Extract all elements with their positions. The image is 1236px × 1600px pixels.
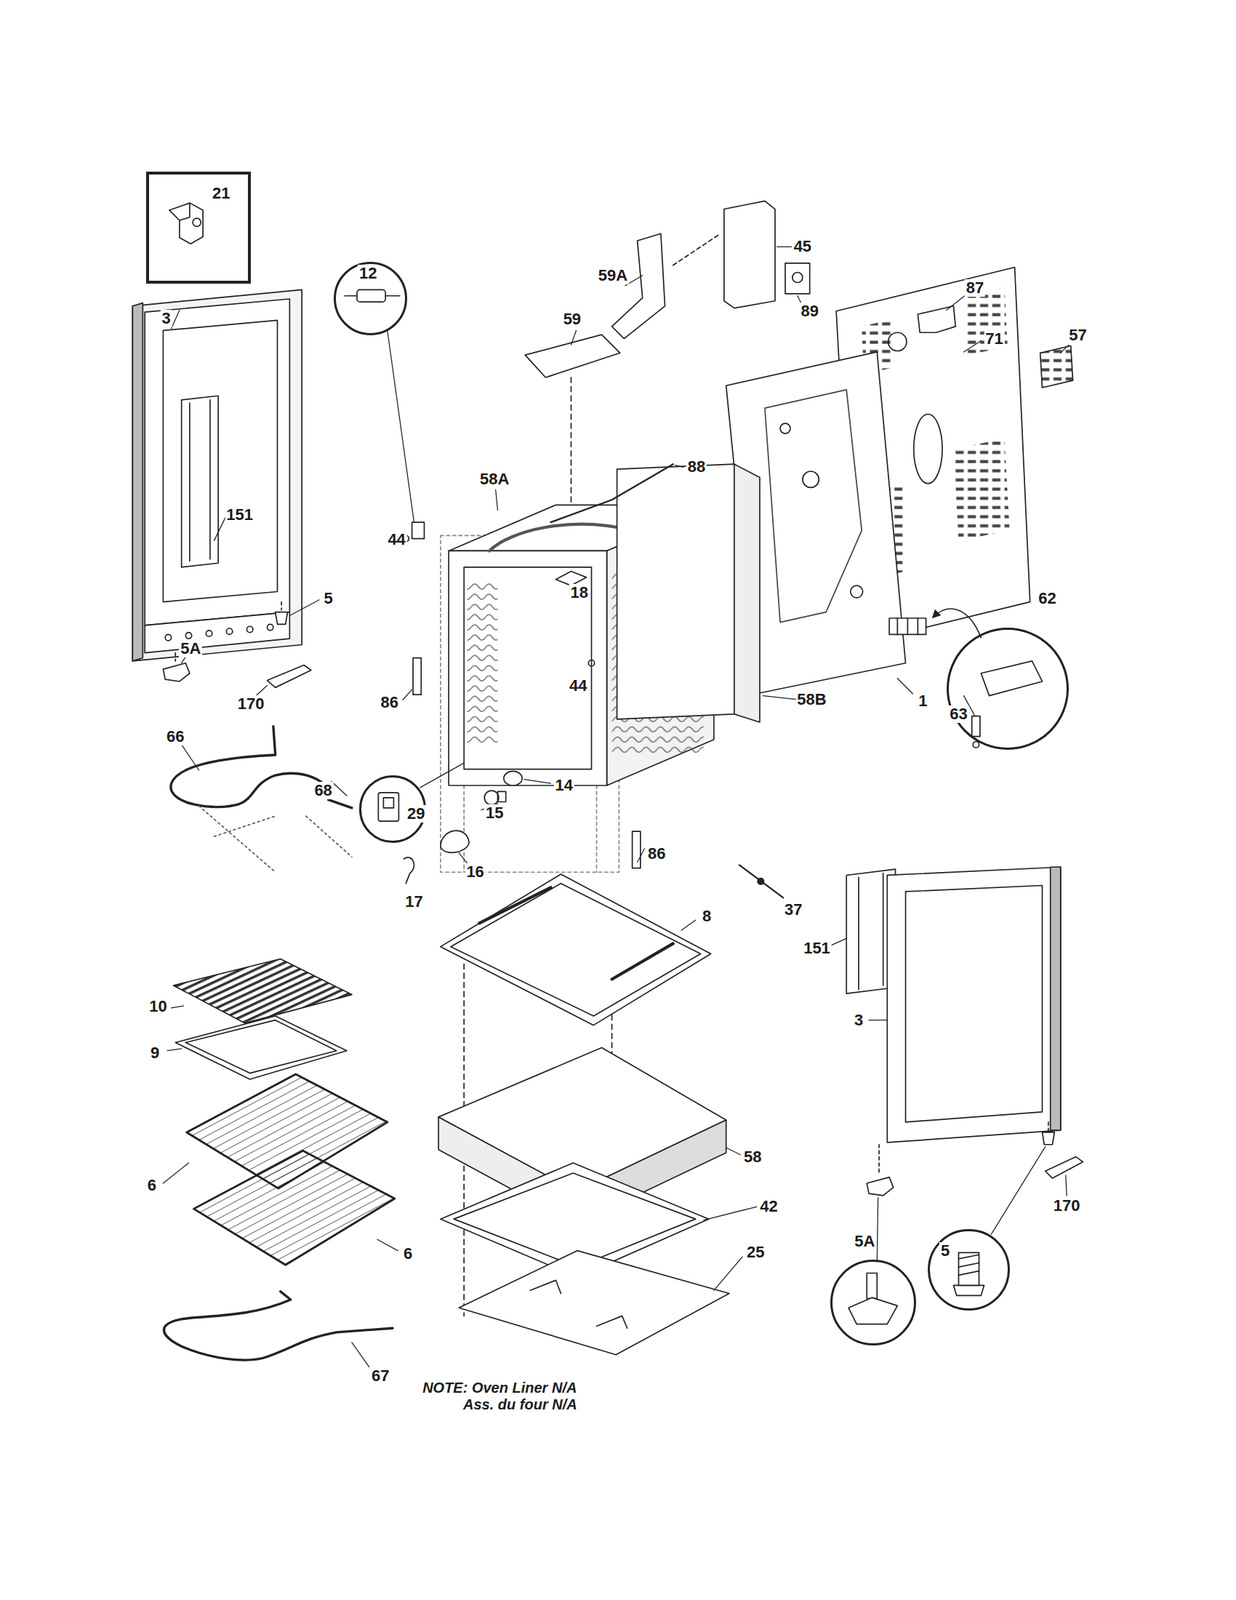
callout-number: 66 [165,727,186,746]
callout-number: 67 [370,1366,391,1385]
callout-number: 6 [402,1244,414,1263]
detail-circle: 12 [333,261,408,336]
callout-number: 3 [852,1011,865,1029]
callout-number: 1 [916,692,929,710]
callout-number: 44 [567,676,589,695]
callout-number: 87 [964,279,986,297]
callout-number: 18 [568,583,589,602]
callout-number: 59 [562,310,583,328]
callout-number: 44 [386,530,407,549]
callout-number: 16 [464,863,485,881]
callout-number: 6 [146,1176,158,1194]
detail-circle: 29 [359,775,427,843]
detail-circle: 6263 [946,627,1069,750]
callout-number: 59A [596,266,629,285]
callout-number: 170 [1052,1196,1082,1215]
callout-number: 5A [178,639,203,658]
callout-number: 21 [210,184,232,203]
callout-number: 58 [742,1148,763,1166]
callout-number: 15 [484,804,505,822]
callout-number: 71 [983,330,1005,348]
callout-number: 58A [478,470,511,488]
callout-number: 5 [322,589,335,608]
callout-number: 88 [686,458,707,476]
callout-number: 9 [149,1044,161,1062]
callout-number: 37 [783,900,804,919]
note-text: Ass. du four N/A [461,1395,579,1412]
detail-circle: 5 [927,1228,1010,1311]
note-text: NOTE: Oven Liner N/A [420,1379,579,1396]
callout-number: 62 [1036,589,1058,608]
callout-number: 25 [745,1243,766,1261]
callout-number: 12 [357,264,379,283]
callout-number: 57 [1067,326,1088,344]
callout-number: 10 [147,997,168,1015]
callout-number: 14 [553,776,574,794]
callout-number: 42 [758,1197,779,1215]
callout-number: 3 [160,309,173,328]
callout-number: 5 [939,1241,951,1260]
callout-number: 45 [792,237,813,256]
callout-number: 151 [224,506,255,524]
callout-number: 29 [405,804,427,823]
callout-number: 5A [852,1232,877,1250]
inset-box: 21 [146,171,251,284]
callout-number: 89 [799,302,820,320]
callout-number: 17 [403,892,424,911]
callout-number: 58B [795,690,828,709]
callout-number: 151 [801,939,832,957]
detail-circle: 5A [830,1259,917,1346]
callout-number: 86 [379,693,400,712]
callout-number: 86 [646,844,667,863]
callout-number: 8 [700,907,713,925]
callout-number: 170 [236,695,267,713]
callout-number: 63 [948,705,969,723]
callout-number: 68 [312,781,333,800]
